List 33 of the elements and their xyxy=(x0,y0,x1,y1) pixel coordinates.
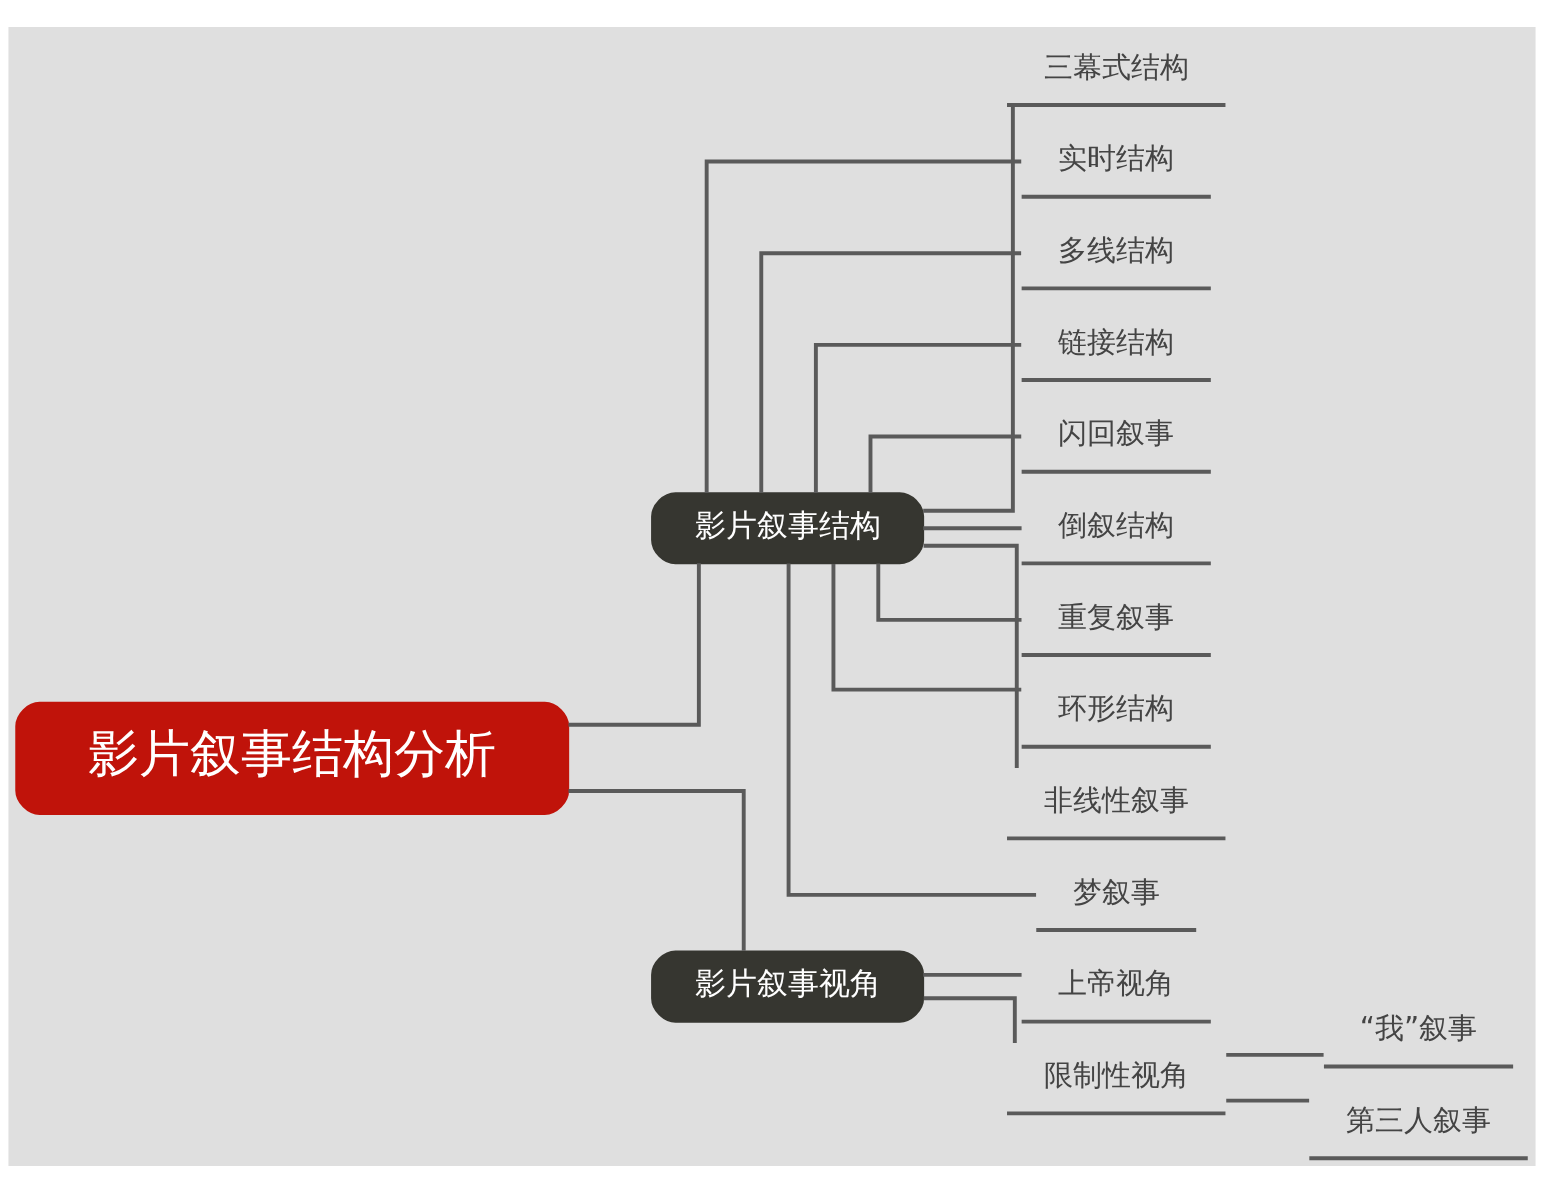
node-text: 重复叙事 xyxy=(1058,599,1175,634)
node-text: 梦叙事 xyxy=(1072,874,1160,909)
connector xyxy=(923,995,1017,1043)
node-text: 非线性叙事 xyxy=(1043,782,1189,817)
node-text: 上帝视角 xyxy=(1058,965,1175,1000)
connector xyxy=(813,342,1022,493)
connector xyxy=(876,562,1022,622)
node-text: 第三人叙事 xyxy=(1346,1102,1492,1137)
connector xyxy=(568,562,701,727)
connector xyxy=(923,104,1015,513)
node-text: 多线结构 xyxy=(1058,232,1175,267)
connector xyxy=(1226,1052,1324,1057)
node-box: 影片叙事结构 xyxy=(651,491,925,564)
connector xyxy=(786,562,1037,897)
node-text: 链接结构 xyxy=(1058,324,1175,359)
node-text: 三幕式结构 xyxy=(1043,49,1189,84)
connector xyxy=(704,159,1022,493)
connector xyxy=(831,563,1022,692)
connector xyxy=(923,972,1022,977)
connector xyxy=(923,525,1022,530)
node-box: 影片叙事结构分析 xyxy=(15,701,570,815)
connector xyxy=(923,543,1019,768)
node-text: 闪回叙事 xyxy=(1058,415,1175,450)
connector xyxy=(868,434,1022,493)
node-text: “我”叙事 xyxy=(1359,1010,1478,1045)
node-box: 影片叙事视角 xyxy=(651,950,925,1023)
node-text: 实时结构 xyxy=(1058,140,1175,175)
node-text: 环形结构 xyxy=(1058,690,1175,725)
connector xyxy=(568,788,746,951)
connector xyxy=(1226,1098,1310,1103)
connector xyxy=(759,250,1022,493)
node-text: 倒叙结构 xyxy=(1058,507,1175,542)
node-text: 限制性视角 xyxy=(1043,1057,1189,1092)
